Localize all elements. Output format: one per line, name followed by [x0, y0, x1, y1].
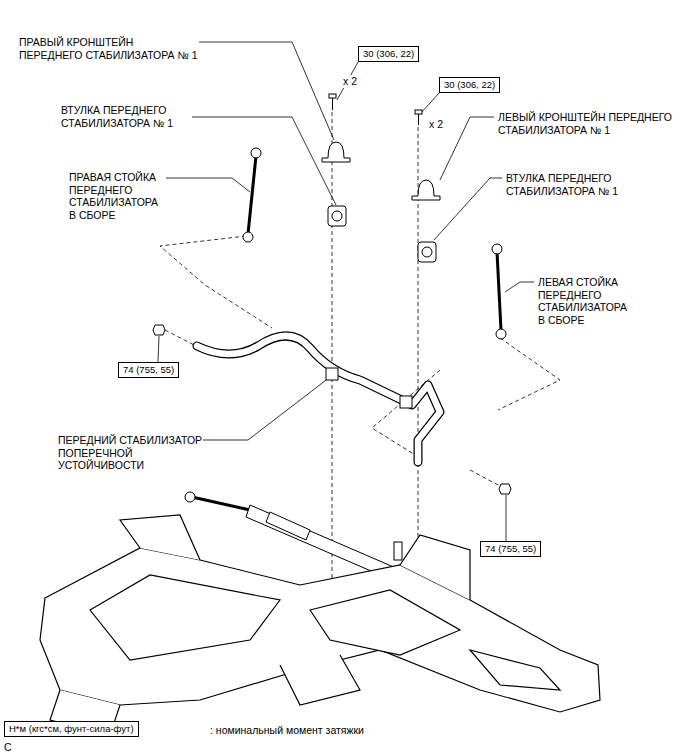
- torque-box: 74 (755, 55): [118, 362, 179, 378]
- part-name: ПЕРЕДНИЙ СТАБИЛИЗАТОР ПОПЕРЕЧНОЙ УСТОЙЧИ…: [57, 434, 203, 472]
- torque-value: 74 (755, 55): [485, 543, 536, 554]
- note-text: x 2: [428, 118, 444, 131]
- torque-box: 74 (755, 55): [480, 541, 541, 557]
- part-name: ЛЕВЫЙ КРОНШТЕЙН ПЕРЕДНЕГО СТАБИЛИЗАТОРА …: [497, 111, 673, 136]
- torque-box: Н*м (кгс*см, фунт-сила-фут): [4, 721, 139, 737]
- torque-value: 30 (306, 22): [363, 48, 414, 59]
- part-name: ВТУЛКА ПЕРЕДНЕГО СТАБИЛИЗАТОРА № 1: [505, 172, 619, 197]
- part-name: ПРАВАЯ СТОЙКА ПЕРЕДНЕГО СТАБИЛИЗАТОРА В …: [68, 171, 159, 221]
- torque-value: 74 (755, 55): [123, 364, 174, 375]
- note-text: C: [3, 741, 13, 754]
- torque-value: Н*м (кгс*см, фунт-сила-фут): [9, 723, 134, 734]
- torque-box: 30 (306, 22): [358, 46, 419, 62]
- part-name: ВТУЛКА ПЕРЕДНЕГО СТАБИЛИЗАТОРА № 1: [60, 104, 174, 129]
- torque-value: 30 (306, 22): [444, 79, 495, 90]
- part-name: ЛЕВАЯ СТОЙКА ПЕРЕДНЕГО СТАБИЛИЗАТОРА В С…: [537, 276, 628, 326]
- part-name: ПРАВЫЙ КРОНШТЕЙН ПЕРЕДНЕГО СТАБИЛИЗАТОРА…: [18, 36, 199, 61]
- note-text: x 2: [342, 75, 358, 88]
- note-text: : номинальный момент затяжки: [209, 724, 365, 737]
- torque-box: 30 (306, 22): [439, 77, 500, 93]
